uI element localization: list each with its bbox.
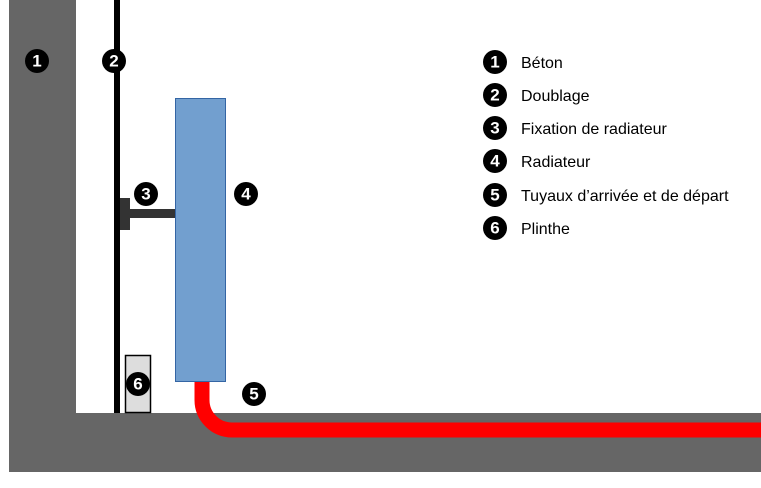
marker-number: 3 [141, 185, 150, 204]
legend-number: 4 [490, 152, 500, 171]
marker-circle [102, 49, 126, 73]
marker-number: 4 [241, 185, 251, 204]
legend-number: 1 [490, 53, 499, 72]
legend-circle [483, 216, 507, 240]
doublage-line [114, 0, 120, 413]
legend-label: Doublage [521, 88, 590, 105]
radiator [175, 98, 226, 382]
legend-number: 2 [490, 86, 499, 105]
legend-number: 3 [490, 119, 499, 138]
legend-label: Béton [521, 55, 563, 72]
legend-circle [483, 183, 507, 207]
marker-circle [242, 382, 266, 406]
legend-item: 1 Béton [483, 50, 563, 74]
marker-fixation: 3 [134, 182, 158, 206]
marker-circle [126, 372, 150, 396]
marker-number: 1 [32, 52, 41, 71]
legend-item: 4 Radiateur [483, 149, 591, 173]
marker-concrete: 1 [25, 49, 49, 73]
legend-number: 6 [490, 219, 499, 238]
legend-label: Plinthe [521, 221, 570, 238]
radiator-bracket [120, 198, 176, 230]
marker-plinthe: 6 [126, 372, 150, 396]
marker-number: 6 [133, 375, 142, 394]
bracket-arm [130, 209, 176, 218]
marker-doublage: 2 [102, 49, 126, 73]
marker-number: 5 [249, 385, 258, 404]
legend-circle [483, 83, 507, 107]
legend-item: 6 Plinthe [483, 216, 570, 240]
marker-circle [234, 182, 258, 206]
legend-circle [483, 149, 507, 173]
legend-item: 3 Fixation de radiateur [483, 116, 668, 140]
legend-circle [483, 50, 507, 74]
bracket-plate [120, 198, 130, 230]
legend-item: 2 Doublage [483, 83, 590, 107]
legend-number: 5 [490, 186, 499, 205]
marker-number: 2 [109, 52, 118, 71]
legend-item: 5 Tuyaux d’arrivée et de départ [483, 183, 729, 207]
marker-circle [134, 182, 158, 206]
legend-label: Fixation de radiateur [521, 121, 668, 138]
marker-radiator: 4 [234, 182, 258, 206]
legend-label: Radiateur [521, 154, 591, 171]
marker-circle [25, 49, 49, 73]
marker-pipes: 5 [242, 382, 266, 406]
concrete-wall-and-floor [9, 0, 761, 472]
legend-label: Tuyaux d’arrivée et de départ [521, 188, 729, 205]
supply-return-pipe [194, 380, 761, 438]
legend-circle [483, 116, 507, 140]
legend: 1 Béton 2 Doublage 3 Fixation de radiate… [483, 50, 729, 240]
